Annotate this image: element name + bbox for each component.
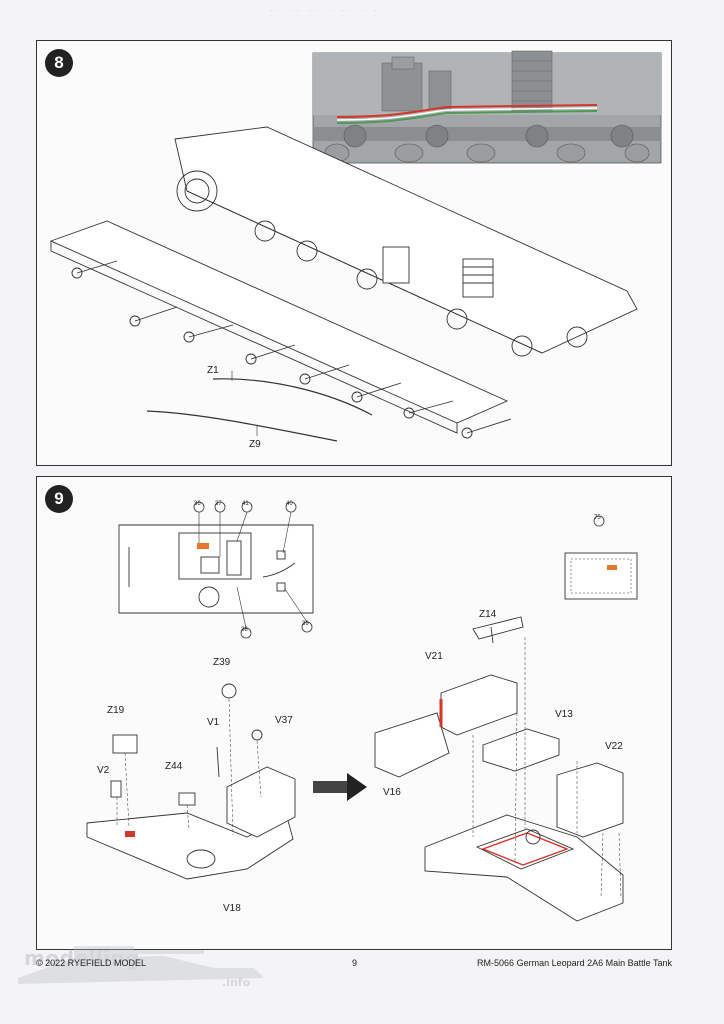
reference-photo-inset xyxy=(312,50,662,164)
part-label-z19: Z19 xyxy=(107,705,125,716)
callout-75: 75 xyxy=(594,515,601,521)
callout-36: 36 xyxy=(194,501,201,507)
hull-line-art xyxy=(49,126,638,439)
step-8-illustration xyxy=(49,50,662,442)
copyright-text: © 2022 RYEFIELD MODEL xyxy=(36,958,147,968)
step-number-badge: 9 xyxy=(45,485,73,513)
part-label-v22: V22 xyxy=(605,741,623,752)
watermark-sub: .info xyxy=(222,976,251,989)
scan-artifact: ·· ·· ·· · ·· · · xyxy=(270,6,381,15)
part-label-z39: Z39 xyxy=(213,657,231,668)
part-label-v1: V1 xyxy=(207,717,220,728)
step-8-panel: 8 xyxy=(36,40,672,466)
decal-panel xyxy=(564,552,638,600)
product-title: RM-5066 German Leopard 2A6 Main Battle T… xyxy=(477,958,672,968)
callout-circles xyxy=(193,501,605,639)
left-subassembly xyxy=(86,683,296,880)
step-9-panel: 9 xyxy=(36,476,672,950)
part-label-v13: V13 xyxy=(555,709,573,720)
callout-40: 40 xyxy=(286,501,293,507)
page-number: 9 xyxy=(352,958,358,968)
right-subassembly xyxy=(374,616,624,922)
part-label-v18: V18 xyxy=(223,903,241,914)
callout-37: 37 xyxy=(215,501,222,507)
part-label-v16: V16 xyxy=(383,787,401,798)
step-number-badge: 8 xyxy=(45,49,73,77)
side-panel-diagram xyxy=(118,524,314,614)
callout-41: 41 xyxy=(242,501,249,507)
part-label-z14: Z14 xyxy=(479,609,497,620)
step-9-illustration xyxy=(86,501,638,922)
cable-z9 xyxy=(146,410,338,442)
page-footer: © 2022 RYEFIELD MODEL 9 RM-5066 German L… xyxy=(36,958,672,972)
callout-38: 38 xyxy=(241,627,248,633)
part-label-v21: V21 xyxy=(425,651,443,662)
part-label-v2: V2 xyxy=(97,765,110,776)
part-label-z44: Z44 xyxy=(165,761,183,772)
part-label-z1: Z1 xyxy=(207,365,219,376)
part-label-z9: Z9 xyxy=(249,439,261,450)
direction-arrow xyxy=(313,773,367,801)
callout-39: 39 xyxy=(302,621,309,627)
part-label-v37: V37 xyxy=(275,715,293,726)
